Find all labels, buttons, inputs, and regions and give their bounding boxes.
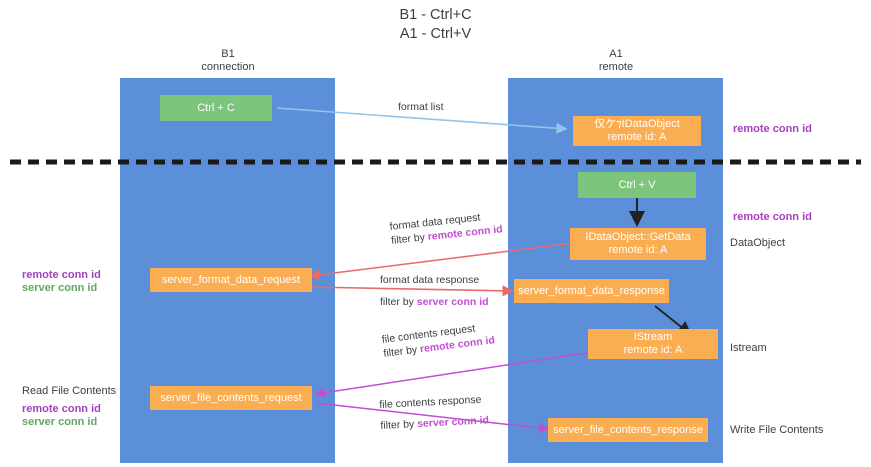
- arrow-label-format-list: format list: [398, 101, 444, 113]
- box-idataobject-remote[interactable]: 仅ケ⁊IDataObject remote id: A: [573, 116, 701, 146]
- box-idataobject-getdata[interactable]: IDataObject::GetData remote id: A: [570, 228, 706, 260]
- arrow-label-format-data-request: format data request filter by remote con…: [389, 208, 503, 248]
- arrow-label-file-contents-response: file contents response filter by server …: [379, 392, 489, 433]
- label-left-remote-conn-id: remote conn id: [22, 269, 101, 281]
- arrow-label-line1: format data response: [380, 274, 480, 286]
- arrow-label-line2: filter by server conn id: [380, 296, 489, 308]
- label-left-server-conn-id: server conn id: [22, 282, 98, 294]
- label-dataobject: DataObject: [730, 237, 786, 249]
- box-server-file-contents-request[interactable]: server_file_contents_request: [150, 386, 312, 410]
- box-server-format-data-response[interactable]: server_format_data_response: [514, 279, 669, 303]
- column-heading-a1: A1 remote: [598, 48, 634, 73]
- column-heading-b1: B1 connection: [201, 48, 255, 73]
- box-ctrl-c[interactable]: Ctrl + C: [160, 95, 272, 121]
- label-write-file-contents: Write File Contents: [730, 424, 824, 436]
- box-server-file-contents-response[interactable]: server_file_contents_response: [548, 418, 708, 442]
- label-read-file-contents: Read File Contents: [22, 385, 117, 397]
- arrow-label-file-contents-request: file contents request filter by remote c…: [381, 319, 496, 360]
- label-left-server-conn-id-2: server conn id: [22, 416, 98, 428]
- label-left-remote-conn-id-2: remote conn id: [22, 403, 101, 415]
- label-remote-conn-id-top: remote conn id: [733, 123, 812, 135]
- label-remote-conn-id-mid: remote conn id: [733, 211, 812, 223]
- label-istream: Istream: [730, 342, 767, 354]
- box-server-format-data-request[interactable]: server_format_data_request: [150, 268, 312, 292]
- box-ctrl-v[interactable]: Ctrl + V: [578, 172, 696, 198]
- arrow-label-format-data-response: format data response filter by server co…: [380, 273, 489, 309]
- arrow-label-line1: file contents response: [379, 393, 482, 411]
- arrow-label-line2: filter by server conn id: [380, 414, 490, 432]
- page-title: B1 - Ctrl+C A1 - Ctrl+V: [399, 7, 472, 42]
- box-istream[interactable]: IStream remote id: A: [588, 329, 718, 359]
